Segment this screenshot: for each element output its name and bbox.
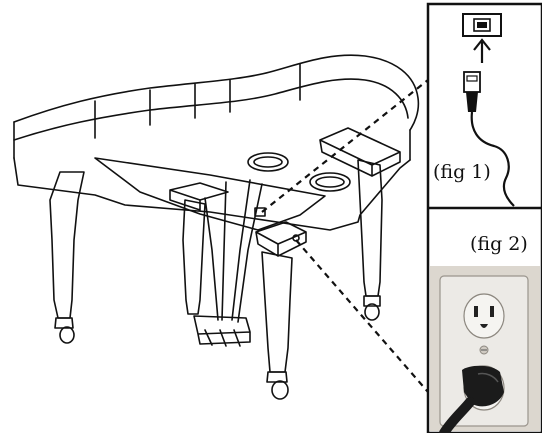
usb-cable [470, 111, 515, 207]
piano-case-rim [13, 78, 409, 141]
power-cord [439, 397, 475, 433]
usb-plug-body [466, 92, 478, 112]
fig1-usb-connection: (fig 1) [433, 13, 515, 207]
caster-front-left [54, 317, 74, 329]
receptacle-top [463, 293, 505, 339]
callout-line-fig2 [295, 239, 429, 393]
pedals [204, 329, 241, 347]
pedal-lyre [204, 179, 263, 323]
sound-hole-back [309, 172, 351, 192]
sound-hole-back-inner [315, 176, 345, 188]
leg-block-rear-right [319, 127, 401, 177]
fig1-label: (fig 1) [433, 161, 491, 183]
callout-line-fig1 [261, 79, 429, 213]
power-plug-icon [462, 365, 504, 407]
fig2-label: (fig 2) [470, 233, 528, 255]
outlet-ground-hole [480, 324, 488, 328]
leg-block-front-right [255, 221, 307, 257]
leg-front-left [49, 171, 85, 319]
callout-lines [261, 79, 429, 393]
leg-rear-right [357, 159, 383, 297]
power-plug-highlight [477, 372, 499, 383]
sound-hole-front-inner [253, 156, 283, 168]
sound-hole-front [247, 152, 289, 172]
caster-rear-right [363, 295, 381, 307]
leg-middle [182, 199, 206, 315]
fig2-power-outlet: (fig 2) [430, 233, 540, 433]
leg-front-right [261, 251, 293, 373]
piano-case-bottom [13, 157, 411, 231]
usb-plug-tip [466, 75, 478, 82]
outlet-slot-left [474, 306, 478, 317]
usb-plug-icon [463, 71, 481, 93]
piano-case-top [13, 54, 420, 131]
arrow-head-icon [473, 38, 491, 51]
caster-wheel-front-left [59, 326, 75, 344]
usb-port-location [254, 207, 266, 217]
usb-socket-contact [477, 22, 487, 28]
outlet-slot-right [490, 306, 494, 317]
grand-piano-illustration [13, 54, 420, 400]
piano-underside [94, 157, 326, 231]
caster-front-right [266, 371, 288, 383]
caster-wheel-front-right [271, 380, 289, 400]
caster-wheel-rear-right [364, 303, 380, 321]
inset-panel: (fig 1) (fig 2) [426, 2, 542, 433]
